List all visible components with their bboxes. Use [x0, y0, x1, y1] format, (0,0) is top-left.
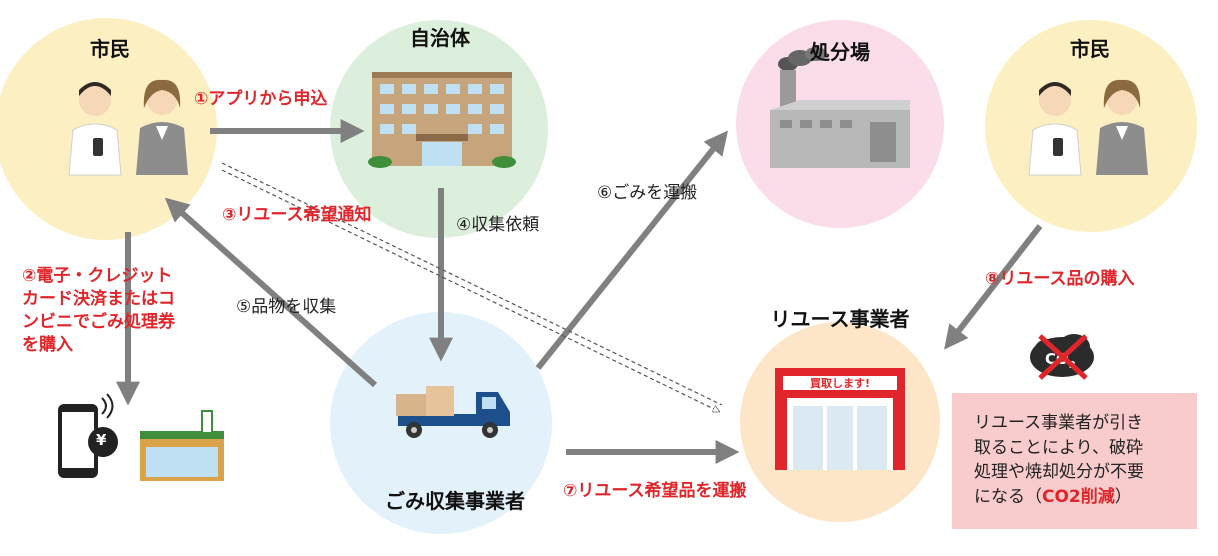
store-icon: [775, 368, 905, 470]
factory-icon: [770, 47, 910, 168]
step-2-label: ②電子・クレジット カード決済またはコ ンビニでごみ処理券 を購入: [22, 266, 175, 355]
step-8-label: ⑧リユース品の購入: [985, 269, 1135, 289]
arrow-collector-to-disposal: [535, 130, 728, 370]
truck-icon: [396, 386, 510, 438]
node-disposal-site: 処分場: [810, 40, 870, 64]
person-icon: [136, 79, 188, 175]
node-municipality: 自治体: [410, 26, 470, 50]
arrow-collect-items: [164, 197, 377, 388]
node-reuse-business: リユース事業者: [770, 307, 910, 331]
yen-symbol: ¥: [96, 431, 107, 449]
step-7-label: ⑦リユース希望品を運搬: [563, 481, 747, 501]
store-sign: 買取します!: [809, 377, 871, 390]
arrow-citizen-to-reuse: [944, 224, 1043, 350]
convenience-store-icon: [140, 410, 224, 481]
smartphone-icon: [58, 393, 114, 478]
yen-icon: [88, 427, 118, 457]
step-1-label: ①アプリから申込: [194, 89, 328, 109]
person-icon: [1028, 82, 1082, 176]
node-citizen-right: 市民: [1070, 37, 1110, 61]
citizen-right-circle: [985, 20, 1197, 232]
co2-reduction-highlight: CO2削減: [1042, 486, 1115, 507]
step-4-label: ④収集依頼: [456, 215, 540, 235]
step-6-label: ⑥ごみを運搬: [597, 183, 698, 203]
arrow-reuse-notification: [221, 162, 723, 406]
node-citizen-left: 市民: [90, 37, 130, 61]
co2-reduction-note: リユース事業者が引き 取ることにより、破砕 処理や焼却処分が不要 になる（CO2…: [952, 393, 1197, 529]
step-3-label: ③リユース希望通知: [222, 205, 372, 225]
node-collector: ごみ収集事業者: [385, 489, 525, 513]
building-icon: [368, 72, 516, 168]
person-icon: [1096, 79, 1148, 175]
step-5-label: ⑤品物を収集: [236, 297, 337, 317]
person-icon: [68, 82, 122, 176]
